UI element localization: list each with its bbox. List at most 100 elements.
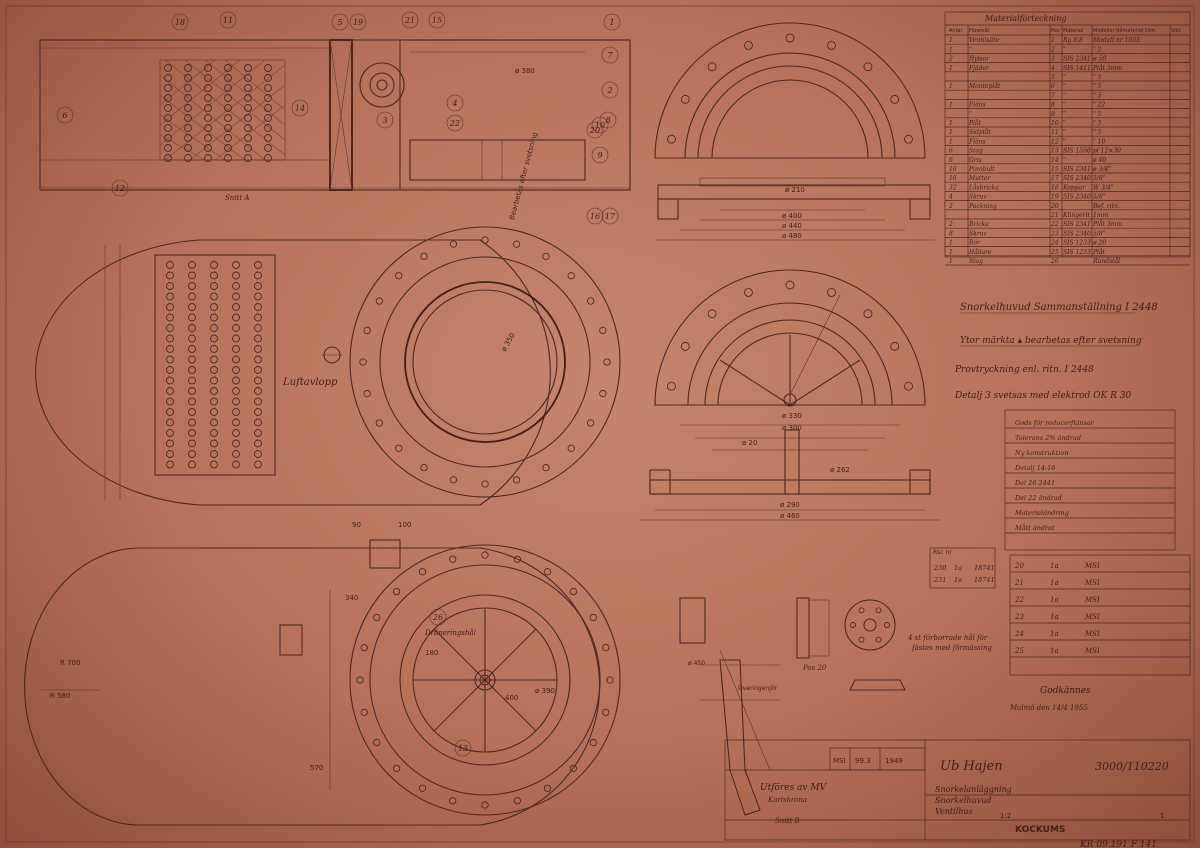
weld-cell: MSI bbox=[1084, 630, 1100, 638]
perforation bbox=[232, 292, 240, 301]
perforation bbox=[166, 261, 174, 269]
perforation bbox=[166, 271, 174, 280]
dim-d400: ø 400 bbox=[782, 212, 802, 220]
perforation bbox=[166, 282, 174, 290]
perforation bbox=[188, 408, 196, 416]
perforation bbox=[166, 292, 174, 301]
perforation bbox=[166, 450, 174, 458]
flange-half-top bbox=[654, 22, 926, 159]
perforation bbox=[210, 324, 218, 332]
materials-cell: Plåt 3mm bbox=[1092, 221, 1122, 228]
weld-cell: 24 bbox=[1014, 630, 1024, 638]
ub-hajen: Ub Hajen bbox=[940, 759, 1003, 774]
perforation bbox=[244, 134, 252, 142]
weld-cell: 22 bbox=[1014, 596, 1024, 604]
balloon-circle bbox=[349, 13, 367, 31]
perforation bbox=[224, 74, 232, 82]
perforation bbox=[184, 124, 192, 132]
perforation bbox=[166, 355, 174, 364]
balloon-label: 8 bbox=[605, 116, 610, 125]
bolt-hole bbox=[680, 94, 690, 104]
perforation bbox=[188, 366, 196, 374]
perforation bbox=[184, 84, 192, 92]
materials-cell: 5/8" bbox=[1093, 194, 1106, 201]
balloon-circle bbox=[376, 111, 394, 129]
perforation bbox=[254, 292, 262, 301]
perforation bbox=[210, 303, 218, 311]
materials-header: Föremål bbox=[969, 27, 989, 34]
perforation bbox=[254, 397, 262, 406]
balloon-circle bbox=[454, 739, 472, 757]
perforation bbox=[188, 271, 196, 280]
perforation bbox=[224, 64, 232, 72]
perforation bbox=[232, 355, 240, 364]
perforation bbox=[254, 334, 262, 343]
perforation bbox=[166, 429, 174, 437]
balloon-circle bbox=[586, 207, 604, 225]
bolt-hole bbox=[589, 613, 597, 622]
perforation bbox=[204, 104, 212, 112]
materials-cell: Skruv bbox=[969, 194, 987, 201]
revision-row: Ny konstruktion bbox=[1014, 449, 1068, 457]
bolt-hole bbox=[744, 287, 753, 297]
dim-d262: ø 262 bbox=[830, 466, 850, 474]
perforation bbox=[166, 334, 174, 343]
materials-cell: 1 bbox=[949, 129, 953, 136]
materials-cell: ø 40 bbox=[1092, 157, 1106, 164]
balloon-label: 21 bbox=[404, 16, 415, 25]
perforation bbox=[210, 261, 218, 269]
note-detail: Detalj 3 svetsas med elektrod OK R 30 bbox=[954, 391, 1132, 401]
materials-cell: ø 50 bbox=[1092, 56, 1106, 63]
perforation bbox=[188, 303, 196, 311]
bolt-hole bbox=[481, 551, 489, 559]
materials-cell: " 5 bbox=[1093, 74, 1102, 81]
bolt-hole bbox=[875, 636, 882, 643]
bolt-hole bbox=[863, 309, 873, 319]
materials-cell: " bbox=[1063, 129, 1066, 136]
perforation bbox=[232, 439, 240, 448]
dim-180: 180 bbox=[425, 649, 438, 657]
godkannes: Godkännes bbox=[1040, 686, 1091, 696]
dim-d440: ø 440 bbox=[782, 222, 802, 230]
perforation bbox=[224, 144, 232, 152]
bolt-hole bbox=[360, 708, 368, 717]
bolt-hole bbox=[890, 94, 900, 104]
bolt-hole bbox=[858, 636, 865, 643]
dim-d290: ø 290 bbox=[780, 501, 800, 509]
revision-row: Tolerans 2% ändrad bbox=[1015, 434, 1081, 442]
bolt-hole bbox=[420, 252, 428, 260]
materials-cell: Skruv bbox=[969, 230, 987, 237]
materials-cell: SIS 2341 bbox=[1063, 56, 1091, 63]
perforation bbox=[184, 94, 192, 102]
bolt-hole bbox=[375, 419, 383, 427]
small-parts-cell: 230 bbox=[933, 564, 946, 572]
perforation bbox=[204, 154, 212, 162]
materials-cell: " bbox=[1063, 111, 1066, 118]
perforation bbox=[264, 94, 272, 102]
materials-cell: 15 bbox=[1051, 166, 1059, 173]
perforation bbox=[188, 460, 196, 469]
materials-cell: 1mm bbox=[1093, 212, 1109, 219]
materials-cell: Monteplåt bbox=[968, 83, 1001, 90]
perforation bbox=[254, 418, 262, 427]
label-dranering: Dräneringshål bbox=[424, 628, 476, 637]
materials-cell: 2 bbox=[948, 221, 953, 228]
revision-row: Mått ändrat bbox=[1014, 523, 1055, 532]
balloon-circle bbox=[291, 99, 309, 117]
dim-570: 570 bbox=[310, 764, 323, 772]
perforation bbox=[254, 450, 262, 458]
perforation bbox=[224, 134, 232, 142]
materials-cell: 1 bbox=[949, 46, 953, 53]
perforation bbox=[232, 387, 240, 395]
label-pos20: Pos 20 bbox=[802, 664, 827, 672]
materials-cell: 2 bbox=[948, 203, 953, 210]
dim-d300: ø 300 bbox=[782, 424, 802, 432]
dim-340: 340 bbox=[345, 594, 358, 602]
perforation bbox=[254, 366, 262, 374]
materials-cell: 24 bbox=[1050, 240, 1059, 247]
perforation bbox=[244, 64, 252, 72]
perforation bbox=[254, 345, 262, 353]
dim-90: 90 bbox=[352, 521, 361, 529]
